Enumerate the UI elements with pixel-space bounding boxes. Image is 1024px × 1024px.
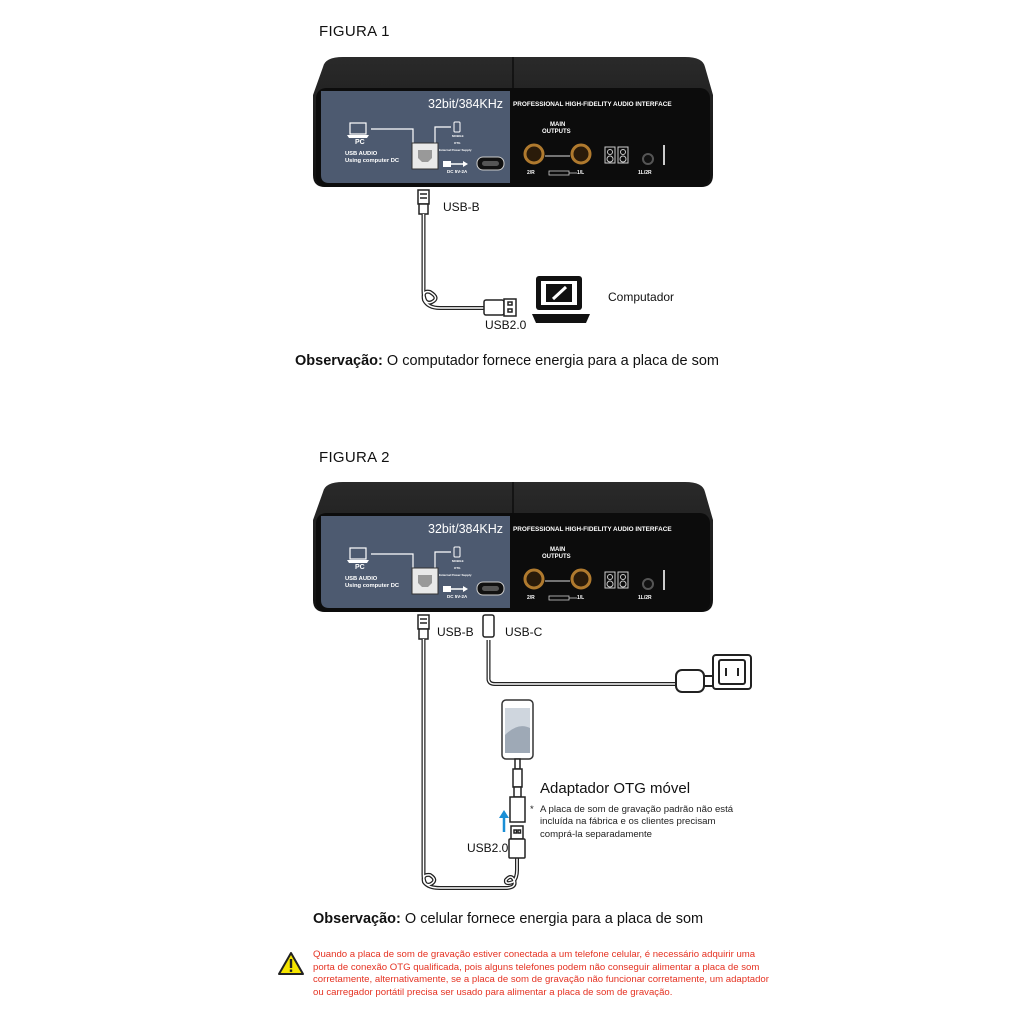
audio-interface-device: 32bit/384KHz PROFESSIONAL HIGH-FIDELITY …: [313, 480, 713, 615]
arrow-up-icon: [499, 810, 509, 832]
device-otg-label: OTG: [454, 566, 461, 570]
device-usb-audio-label: USB AUDIO: [345, 576, 378, 582]
device-out-2r-label: 2/R: [527, 595, 535, 601]
device-outputs-label: OUTPUTS: [542, 129, 571, 135]
device-tagline: PROFESSIONAL HIGH-FIDELITY AUDIO INTERFA…: [513, 101, 672, 108]
device-mobile-label: MOBILE: [452, 134, 464, 138]
device-mobile-label: MOBILE: [452, 559, 464, 563]
device-otg-label: OTG: [454, 141, 461, 145]
observation-label: Observação:: [295, 353, 383, 369]
device-usb-audio-label: USB AUDIO: [345, 151, 378, 157]
device-resolution: 32bit/384KHz: [428, 97, 504, 111]
device-phones-label: 1L/2R: [638, 595, 652, 601]
usb-b-label: USB-B: [443, 200, 480, 214]
power-adapter-icon: [675, 654, 752, 693]
device-ext-power-label: External Power Supply: [439, 148, 472, 152]
device-pc-label: PC: [355, 564, 365, 571]
device-out-2r-label: 2/R: [527, 170, 535, 176]
otg-adapter: [509, 758, 526, 823]
figure1-title: FIGURA 1: [319, 23, 390, 40]
device-out-1l-label: 1/L: [577, 170, 585, 176]
usb-c-cable: [486, 640, 676, 686]
device-body: [313, 57, 713, 187]
warning-text: Quando a placa de som de gravação estive…: [313, 949, 769, 998]
usb2-label: USB2.0: [485, 318, 527, 332]
otg-note: * A placa de som de gravação padrão não e…: [530, 804, 740, 841]
device-using-dc-label: Using computer DC: [345, 158, 400, 164]
usb-a-plug: [508, 825, 526, 859]
usb-b-label: USB-B: [437, 625, 474, 639]
laptop-icon: [532, 276, 590, 323]
device-pc-label: PC: [355, 139, 365, 146]
device-using-dc-label: Using computer DC: [345, 583, 400, 589]
computer-label: Computador: [608, 290, 675, 304]
device-out-1l-label: 1/L: [577, 595, 585, 601]
device-main-label: MAIN: [550, 122, 566, 128]
otg-adapter-label: Adaptador OTG móvel: [540, 780, 691, 797]
usb2-label: USB2.0: [467, 841, 509, 855]
usb-c-plug: [482, 614, 495, 638]
device-dc-label: DC 5V-2A: [447, 594, 468, 599]
device-ext-power-label: External Power Supply: [439, 573, 472, 577]
usb-c-label: USB-C: [505, 625, 543, 639]
audio-interface-device: 32bit/384KHz PROFESSIONAL HIGH-FIDELITY …: [313, 55, 713, 190]
phone-icon: [501, 699, 534, 760]
note-star: *: [530, 804, 534, 815]
figure2-title: FIGURA 2: [319, 449, 390, 466]
device-phones-label: 1L/2R: [638, 170, 652, 176]
usb-b-plug: [417, 614, 430, 640]
figure2-observation: Observação: O celular fornece energia pa…: [313, 911, 703, 927]
device-main-label: MAIN: [550, 547, 566, 553]
device-resolution: 32bit/384KHz: [428, 522, 504, 536]
usb-a-plug: [483, 298, 517, 317]
device-tagline: PROFESSIONAL HIGH-FIDELITY AUDIO INTERFA…: [513, 526, 672, 533]
device-body: [313, 482, 713, 612]
observation-text: O computador fornece energia para a plac…: [382, 353, 719, 369]
figure1-observation: Observação: O computador fornece energia…: [295, 353, 719, 369]
device-outputs-label: OUTPUTS: [542, 554, 571, 560]
observation-text: O celular fornece energia para a placa d…: [400, 911, 704, 927]
observation-label: Observação:: [313, 911, 401, 927]
device-dc-label: DC 5V-2A: [447, 169, 468, 174]
note-text: A placa de som de gravação padrão não es…: [540, 804, 734, 840]
warning-triangle-icon: [278, 952, 304, 975]
